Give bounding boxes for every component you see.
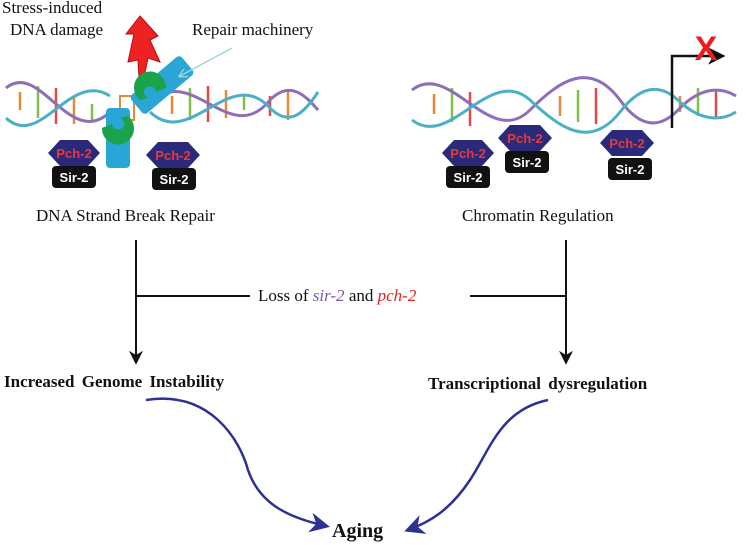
aging-label: Aging [332,520,384,542]
svg-text:Sir-2: Sir-2 [60,170,89,185]
chromatin-pathway-title: Chromatin Regulation [462,206,614,225]
protein-pch2-right-b: Pch-2 [498,125,552,151]
loss-prefix: Loss of [258,286,313,305]
protein-pch2-left-a: Pch-2 [48,140,100,166]
gene-pch2: pch-2 [377,286,417,305]
svg-text:Pch-2: Pch-2 [56,146,91,161]
transcriptional-dysregulation-label: Transcriptional dysregulation [428,374,648,393]
transcription-start-arrow [670,47,726,128]
strand-purple-right [411,76,737,125]
curve-arrow-right-to-aging [404,398,549,534]
stress-label-line1: Stress-induced [2,0,103,17]
repair-machinery [101,56,194,168]
svg-text:Sir-2: Sir-2 [160,172,189,187]
strand-teal-left [4,89,320,127]
svg-text:Sir-2: Sir-2 [513,155,542,170]
repair-pointer-line [180,47,233,76]
dna-helix-right [411,76,737,134]
svg-text:Pch-2: Pch-2 [450,146,485,161]
svg-text:Pch-2: Pch-2 [609,136,644,151]
svg-text:Pch-2: Pch-2 [155,148,190,163]
protein-sir2-right-a: Sir-2 [446,166,490,188]
protein-sir2-left-b: Sir-2 [152,168,196,190]
genome-instability-label: Increased Genome Instability [4,372,225,391]
protein-sir2-right-c: Sir-2 [608,158,652,180]
strand-teal-right [411,87,737,134]
svg-text:Pch-2: Pch-2 [507,131,542,146]
svg-text:Sir-2: Sir-2 [616,162,645,177]
strand-purple-left [5,81,320,123]
loss-and: and [344,286,378,305]
loss-of-genes-label: Loss of sir-2 and pch-2 [258,286,416,306]
protein-sir2-left-a: Sir-2 [52,166,96,188]
svg-text:Sir-2: Sir-2 [454,170,483,185]
protein-pch2-right-a: Pch-2 [442,140,494,166]
dna-helix-left [4,81,320,127]
protein-pch2-right-c: Pch-2 [600,130,654,156]
repair-machinery-label: Repair machinery [192,20,314,39]
repair-pathway-title: DNA Strand Break Repair [36,206,215,225]
protein-pch2-left-b: Pch-2 [146,142,200,168]
stress-label-line2: DNA damage [10,20,104,39]
protein-sir2-right-b: Sir-2 [505,151,549,173]
gene-sir2: sir-2 [312,286,345,305]
blocked-x-mark: X [695,30,718,68]
curve-arrow-left-to-aging [145,397,330,533]
